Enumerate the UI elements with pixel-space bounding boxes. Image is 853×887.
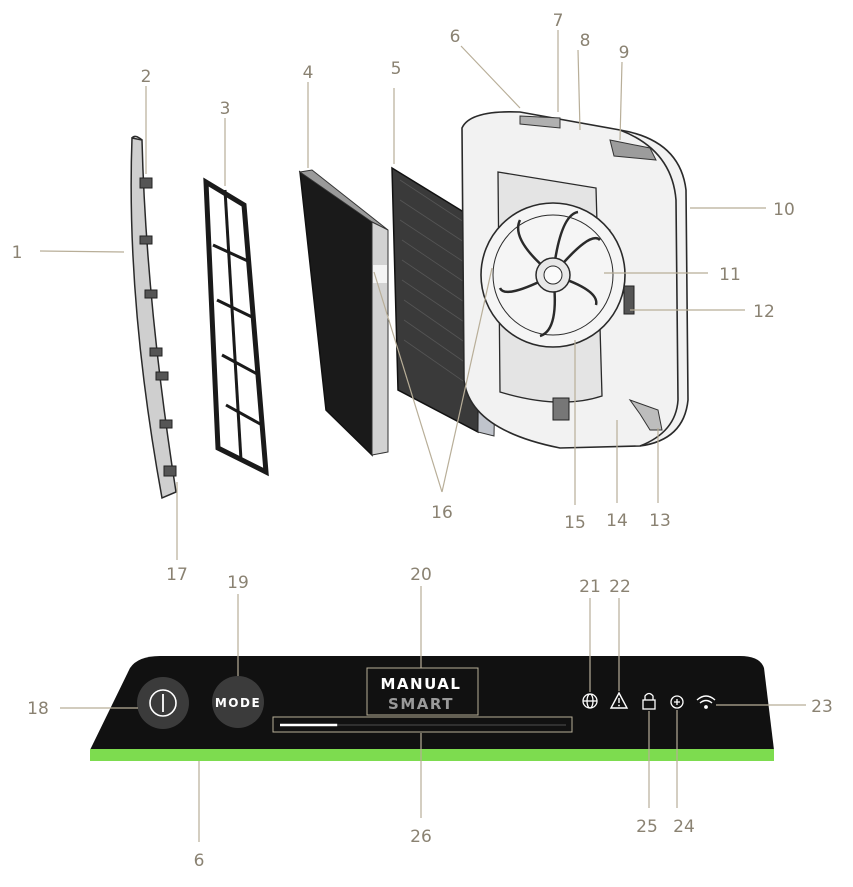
callout-16: 16 — [431, 503, 453, 523]
callout-12: 12 — [753, 302, 775, 322]
mode-button[interactable]: MODE — [212, 676, 264, 728]
pre-filter-grid — [203, 177, 269, 477]
callout-2: 2 — [141, 67, 152, 87]
callout-4: 4 — [303, 63, 314, 83]
mode-button-label: MODE — [215, 696, 261, 710]
callout-25: 25 — [636, 817, 658, 837]
callout-15: 15 — [564, 513, 586, 533]
callout-9: 9 — [619, 43, 630, 63]
mode-display: MANUAL SMART — [366, 667, 479, 716]
warning-icon — [609, 691, 629, 709]
callout-24: 24 — [673, 817, 695, 837]
callout-5: 5 — [391, 59, 402, 79]
control-panel: MODE MANUAL SMART — [90, 656, 774, 761]
callout-3: 3 — [220, 99, 231, 119]
callout-7: 7 — [553, 11, 564, 31]
power-button[interactable] — [137, 677, 189, 729]
callout-21: 21 — [579, 577, 601, 597]
globe-icon — [582, 693, 598, 709]
callout-11: 11 — [719, 265, 741, 285]
callout-20: 20 — [410, 565, 432, 585]
fan — [480, 202, 626, 348]
callout-19: 19 — [227, 573, 249, 593]
leader-lines — [39, 30, 806, 842]
display-manual-text: MANUAL — [381, 675, 462, 693]
callout-1: 1 — [12, 243, 23, 263]
callout-22: 22 — [609, 577, 631, 597]
lock-icon — [642, 692, 656, 710]
callout-17: 17 — [166, 565, 188, 585]
callout-13: 13 — [649, 511, 671, 531]
display-smart-text: SMART — [388, 695, 454, 713]
accent-bar — [90, 749, 774, 761]
callout-26: 26 — [410, 827, 432, 847]
callout-8: 8 — [580, 31, 591, 51]
progress-bar — [272, 716, 573, 733]
carbon-filter — [298, 169, 389, 457]
callout-labels: 1 2 3 4 5 6 7 8 9 10 11 12 13 14 15 16 1… — [12, 11, 833, 871]
callout-14: 14 — [606, 511, 628, 531]
wifi-icon — [696, 695, 716, 709]
callout-10: 10 — [773, 200, 795, 220]
front-cover — [130, 135, 177, 500]
callout-6-top: 6 — [450, 27, 461, 47]
filter-reset-icon — [670, 695, 684, 709]
callout-6-bottom: 6 — [194, 851, 205, 871]
callout-18: 18 — [27, 699, 49, 719]
callout-23: 23 — [811, 697, 833, 717]
